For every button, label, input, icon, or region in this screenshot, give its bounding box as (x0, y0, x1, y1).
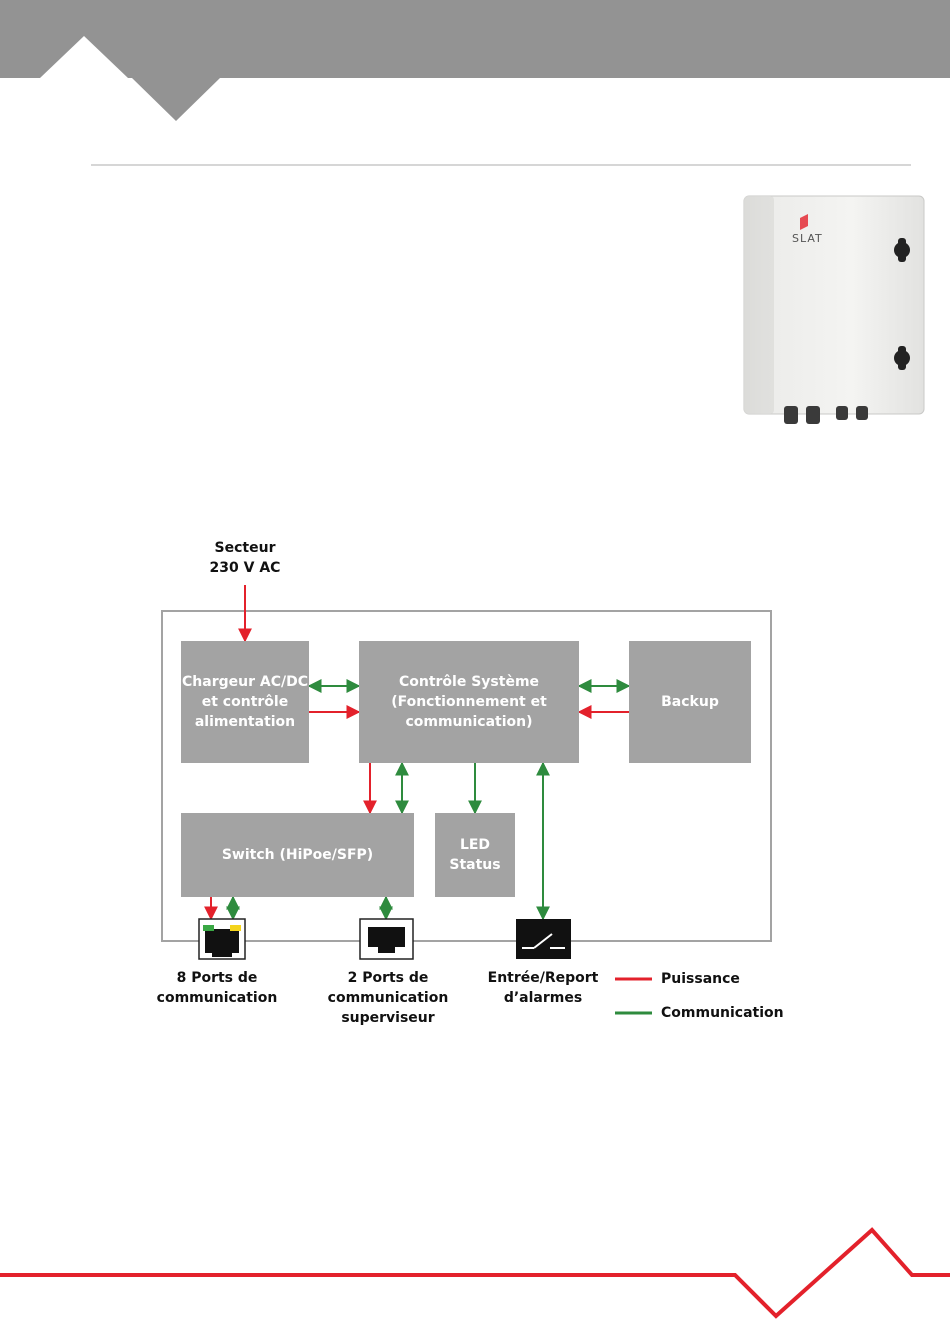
led-status-block: LED Status (435, 813, 515, 897)
ethernet-port-icon (360, 919, 413, 959)
backup-block: Backup (629, 641, 751, 763)
legend-power-label: Puissance (661, 969, 740, 989)
alarms-label: Entrée/Report d’alarmes (484, 968, 602, 1008)
switch-block: Switch (HiPoe/SFP) (181, 813, 414, 897)
supervisor-ports-label: 2 Ports de communication superviseur (290, 968, 486, 1028)
charger-block: Chargeur AC/DC et contrôle alimentation (181, 641, 309, 763)
control-block: Contrôle Système (Fonctionnement et comm… (359, 641, 579, 763)
comm-ports-label: 8 Ports de communication (152, 968, 282, 1008)
mains-input-label: Secteur 230 V AC (180, 538, 310, 578)
rj45-port-icon (199, 919, 245, 959)
legend-comm-label: Communication (661, 1003, 784, 1023)
alarm-switch-icon (516, 919, 571, 959)
